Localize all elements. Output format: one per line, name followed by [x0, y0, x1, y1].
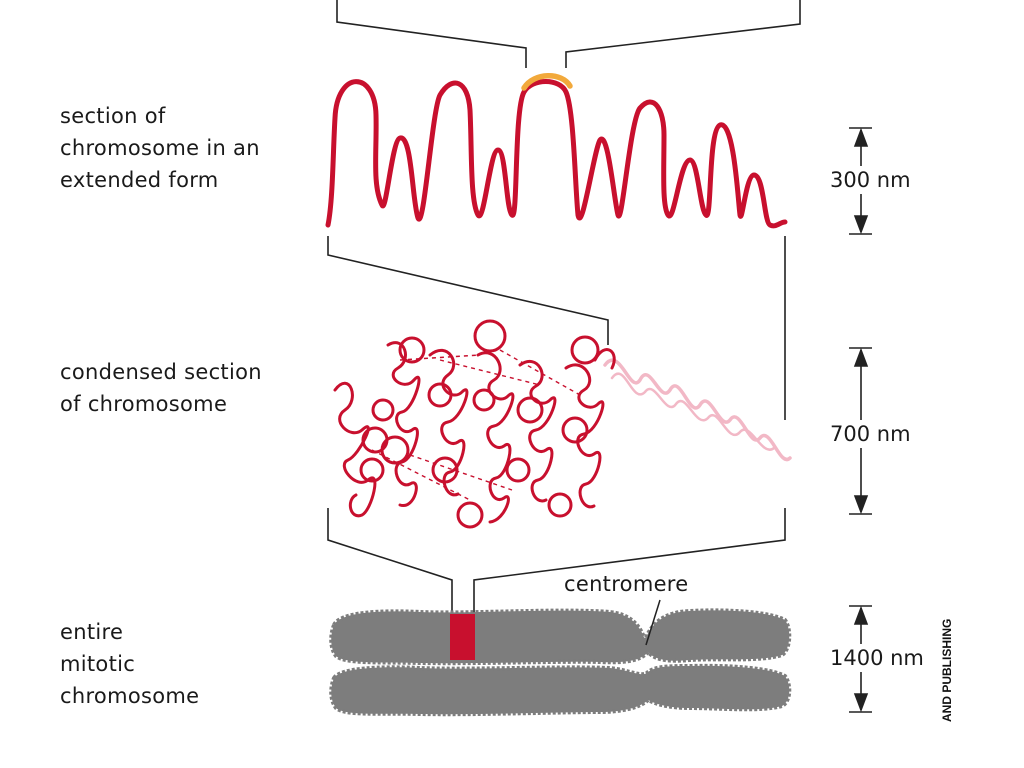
label-line: condensed section: [60, 360, 262, 384]
label-condensed-section: condensed section of chromosome: [60, 356, 262, 420]
scale-label-1400: 1400 nm: [830, 644, 924, 672]
label-line: extended form: [60, 168, 219, 192]
label-mitotic-chromosome: entire mitotic chromosome: [60, 616, 199, 712]
publisher-credit: AND PUBLISHING: [940, 618, 954, 722]
label-line: chromosome in an: [60, 136, 260, 160]
extended-chromatin-loops: [325, 73, 788, 229]
middle-connector-lines: [327, 236, 786, 420]
label-line: mitotic: [60, 652, 136, 676]
top-connector-lines: [336, 0, 801, 68]
scaffold-dashes: [371, 349, 581, 501]
highlighted-region: [450, 614, 475, 660]
condensed-tail: [603, 358, 792, 462]
label-line: of chromosome: [60, 392, 228, 416]
label-line: chromosome: [60, 684, 200, 708]
label-centromere: centromere: [564, 568, 689, 600]
mitotic-chromosome: [329, 608, 792, 717]
label-line: section of: [60, 104, 166, 128]
label-extended-form: section of chromosome in an extended for…: [60, 100, 260, 196]
scale-label-700: 700 nm: [830, 420, 911, 448]
condensed-coils: [333, 319, 616, 529]
lower-connector-lines: [327, 508, 786, 618]
label-line: centromere: [564, 572, 689, 596]
label-line: entire: [60, 620, 124, 644]
scale-label-300: 300 nm: [830, 166, 911, 194]
centromere-pointer: [645, 599, 661, 646]
